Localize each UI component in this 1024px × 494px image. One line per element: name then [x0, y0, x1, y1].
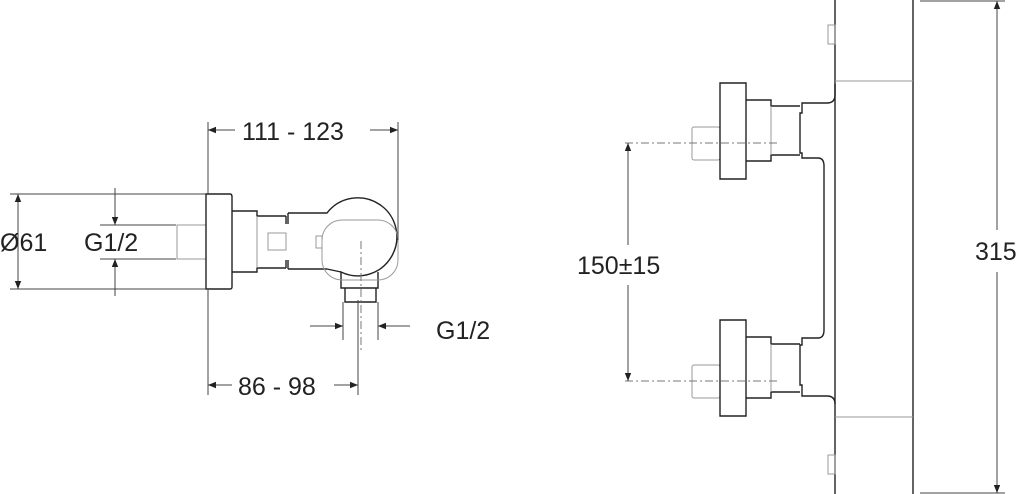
front-view-dimensions: 150±15 315: [577, 0, 1017, 494]
front-view-valve: [625, 0, 914, 494]
inlet-spacing-dimension: 150±15: [577, 252, 660, 280]
wall-flange: [205, 193, 233, 290]
inlet-pipe: [176, 224, 207, 260]
valve-body: [288, 197, 398, 289]
upper-inlet-fitting: [625, 82, 800, 180]
lower-inlet-fitting: [625, 319, 800, 417]
side-view-valve: [176, 193, 399, 350]
width-dimension: 111 - 123: [242, 118, 344, 146]
side-view-dimensions: 111 - 123 86 - 98 Ø61 G1/2 G1/2: [0, 118, 490, 401]
height-dimension: 315: [975, 238, 1017, 266]
control-knob: [321, 219, 399, 281]
flange-diameter: Ø61: [0, 229, 47, 257]
outlet-thread: G1/2: [436, 317, 490, 345]
inlet-thread: G1/2: [84, 229, 138, 257]
depth-dimension: 86 - 98: [238, 373, 316, 401]
thermostat-body: [834, 0, 914, 494]
